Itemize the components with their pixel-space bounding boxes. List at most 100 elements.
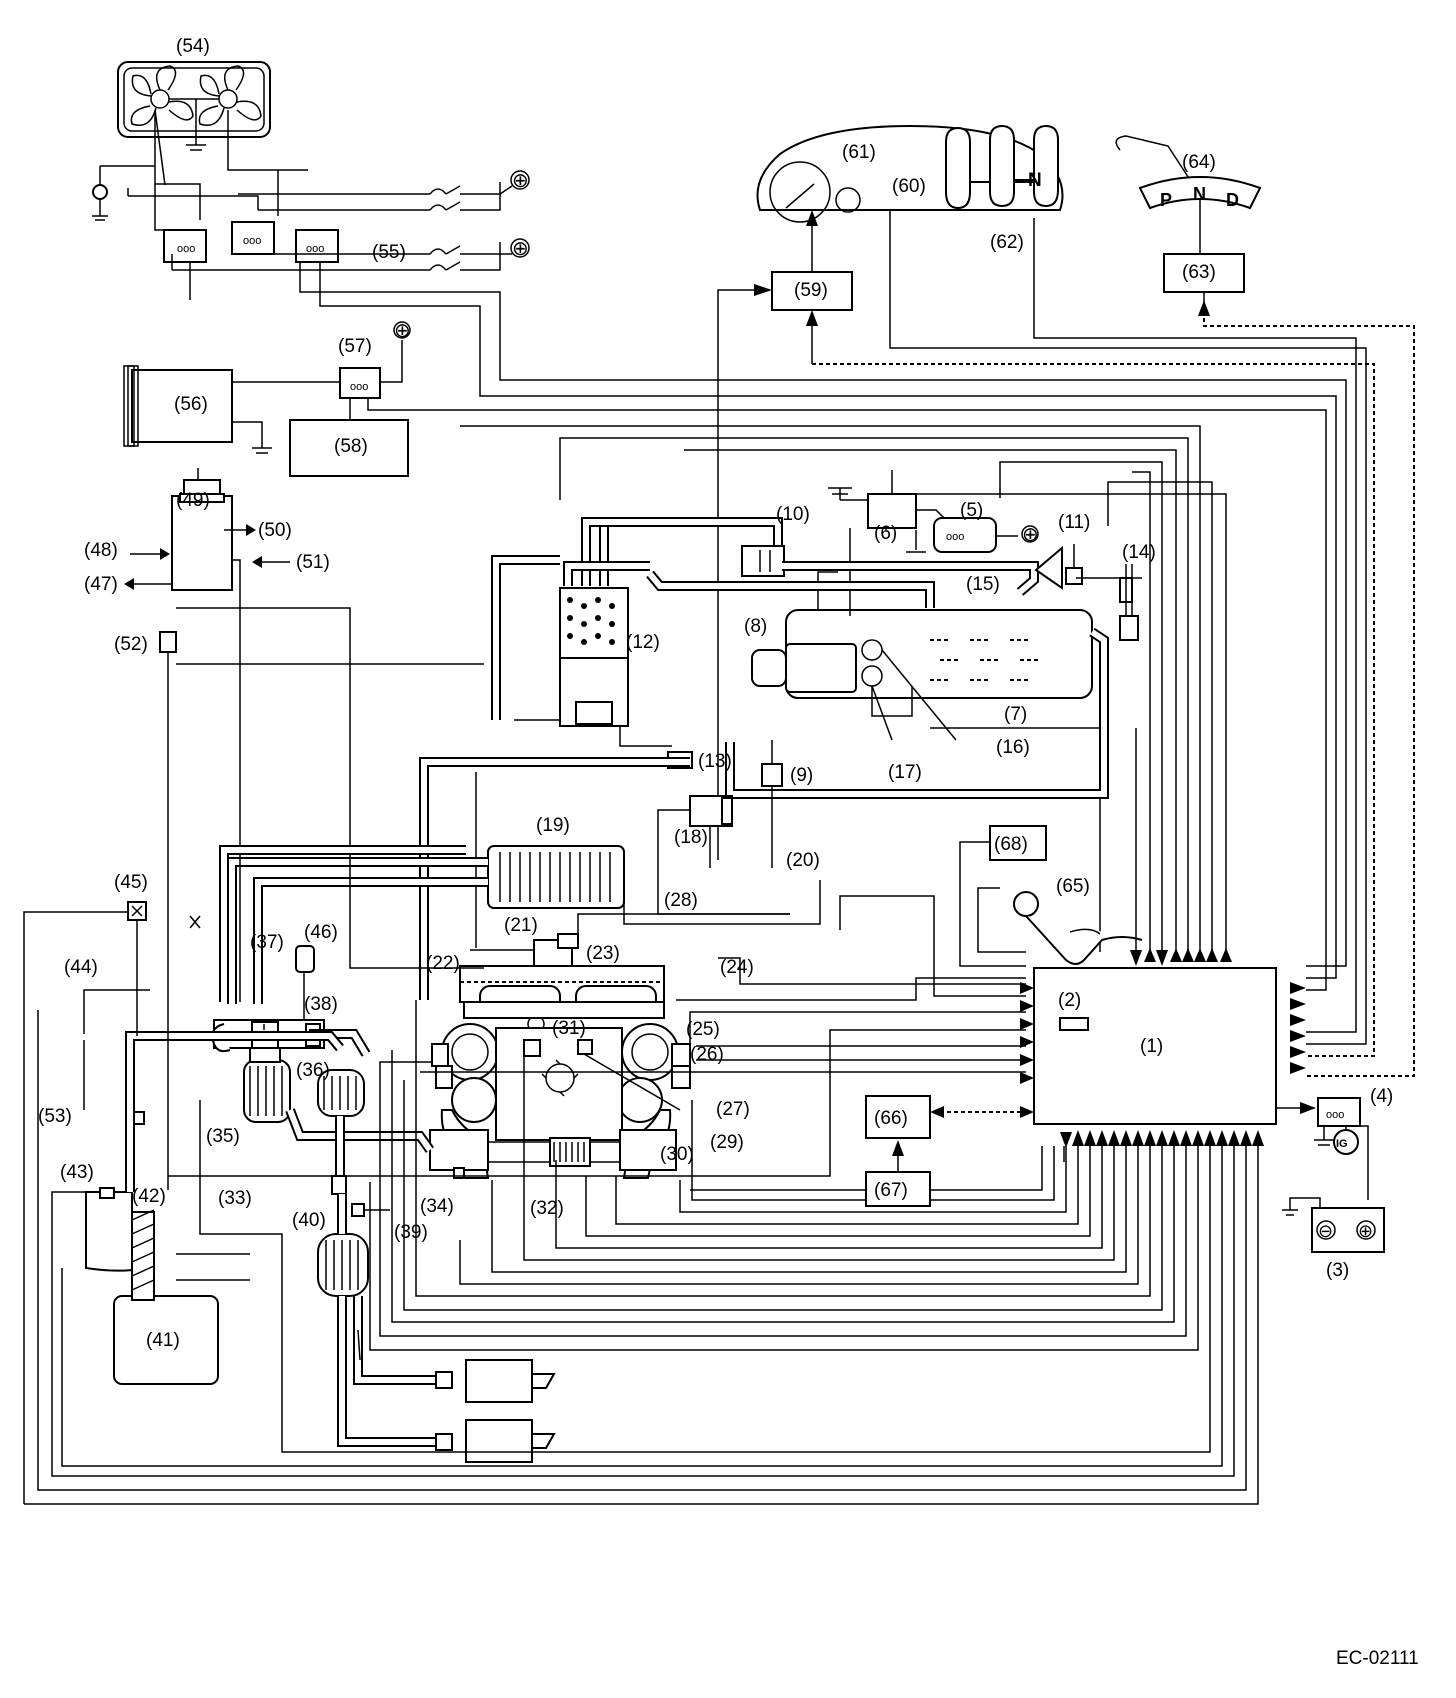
callout-13: (13) [698,751,732,772]
symbol-labels: N P N D IG ⊕ ⊕ ⊕ ⊕ ⊖ ⊕ [394,170,1373,1241]
callout-53: (53) [38,1106,72,1127]
callout-22: (22) [426,953,460,974]
callout-65: (65) [1056,876,1090,897]
svg-text:ooo: ooo [177,243,195,255]
callout-63: (63) [1182,262,1216,283]
callout-21: (21) [504,915,538,936]
callout-34: (34) [420,1196,454,1217]
callout-5: (5) [960,500,983,521]
svg-text:ooo: ooo [243,235,261,247]
callout-32: (32) [530,1198,564,1219]
callout-20: (20) [786,850,820,871]
gear-d-label: D [1226,190,1239,210]
callout-62: (62) [990,232,1024,253]
engine-assembly [227,845,821,1179]
callout-labels: (1) (2) (3) (4) (5) (6) (7) (8) (9) (10)… [38,36,1393,1351]
callout-48: (48) [84,540,118,561]
plus-symbol: ⊕ [512,238,529,260]
callout-25: (25) [686,1019,720,1040]
callout-51: (51) [296,552,330,573]
callout-36: (36) [296,1060,330,1081]
ecm-peripherals [865,825,1143,1207]
plus-symbol: ⊕ [512,170,529,192]
battery-and-ignition: ooo [1276,1097,1385,1253]
callout-66: (66) [874,1108,908,1129]
callout-4: (4) [1370,1086,1393,1107]
callout-10: (10) [776,504,810,525]
minus-symbol: ⊖ [1318,1221,1333,1241]
callout-14: (14) [1122,542,1156,563]
callout-35: (35) [206,1126,240,1147]
fan-relay-wiring: ooo ooo ooo [92,109,1347,979]
ecm-top-inputs [460,425,1227,952]
callout-8: (8) [744,616,767,637]
left-side-components [85,468,484,1385]
callout-27: (27) [716,1099,750,1120]
ac-compressor-group: ooo [123,321,1327,991]
svg-text:ooo: ooo [350,381,368,393]
svg-text:ooo: ooo [1326,1109,1344,1121]
callout-57: (57) [338,336,372,357]
callout-55: (55) [372,242,406,263]
callout-58: (58) [334,436,368,457]
callout-59: (59) [794,280,828,301]
figure-id: EC-02111 [1336,1648,1419,1669]
callout-61: (61) [842,142,876,163]
callout-39: (39) [394,1222,428,1243]
callout-31: (31) [552,1018,586,1039]
callout-33: (33) [218,1188,252,1209]
plus-symbol: ⊕ [394,320,411,342]
callout-18: (18) [674,827,708,848]
callout-67: (67) [874,1180,908,1201]
callout-29: (29) [710,1132,744,1153]
radiator-fan-assembly [117,61,271,151]
canister [176,517,750,769]
callout-2: (2) [1058,990,1081,1011]
callout-7: (7) [1004,704,1027,725]
callout-68: (68) [994,834,1028,855]
callout-37: (37) [250,932,284,953]
exhaust-system [317,1175,556,1463]
callout-30: (30) [660,1144,694,1165]
neutral-label: N [1028,170,1042,191]
callout-47: (47) [84,574,118,595]
wiring-harness [23,841,1259,1505]
transmission-selectors [945,124,1415,1077]
svg-text:ooo: ooo [946,531,964,543]
engine-control-module [1033,967,1277,1125]
callout-64: (64) [1182,152,1216,173]
gear-n-label: N [1193,184,1206,204]
callout-60: (60) [892,176,926,197]
callout-24: (24) [720,957,754,978]
callout-1: (1) [1140,1036,1163,1057]
callout-43: (43) [60,1162,94,1183]
ignition-label: IG [1336,1138,1348,1150]
svg-text:ooo: ooo [306,243,324,255]
callout-23: (23) [586,943,620,964]
callout-11: (11) [1058,512,1090,533]
callout-38: (38) [304,994,338,1015]
callout-45: (45) [114,872,148,893]
callout-15: (15) [966,574,1000,595]
fuel-tank-system: ooo [599,470,1142,799]
callout-26: (26) [690,1044,724,1065]
callout-12: (12) [626,632,660,653]
callout-56: (56) [174,394,208,415]
callout-54: (54) [176,36,210,57]
callout-19: (19) [536,815,570,836]
callout-42: (42) [132,1186,166,1207]
callout-46: (46) [304,922,338,943]
callout-52: (52) [114,634,148,655]
callout-49: (49) [176,490,210,511]
callout-41: (41) [146,1330,180,1351]
callout-16: (16) [996,737,1030,758]
callout-3: (3) [1326,1260,1349,1281]
combination-meter [717,124,1375,1057]
gear-p-label: P [1160,190,1172,210]
callout-44: (44) [64,957,98,978]
callout-28: (28) [664,890,698,911]
callout-6: (6) [874,523,897,544]
ecm-terminal-arrows [1020,948,1306,1148]
callout-17: (17) [888,762,922,783]
